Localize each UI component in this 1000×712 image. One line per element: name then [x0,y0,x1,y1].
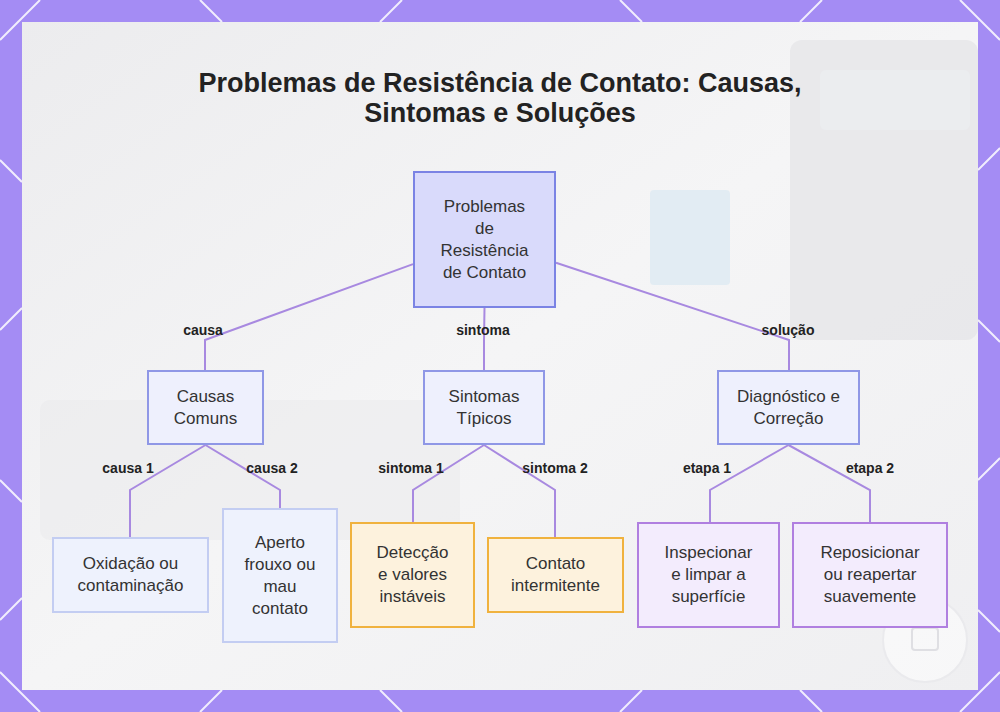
diagram-title: Problemas de Resistência de Contato: Cau… [180,68,820,128]
connector-line [483,308,486,370]
edge-label: etapa 1 [683,460,731,476]
edge-label: causa [183,322,223,338]
device-part [650,190,730,285]
node-label: Sintomas Típicos [434,386,534,430]
process-box: Detecção e valores instáveis [350,522,475,628]
node-text-group: Reposicionar ou reapertar suavemente [811,542,929,608]
edge-label: solução [762,322,815,338]
node-label: Causas Comuns [158,386,254,430]
edge-label: sintoma 1 [378,460,443,476]
connector-line [205,264,413,370]
process-box: Aperto frouxo ou mau contato [222,508,338,643]
connector-line [413,445,484,522]
root-box: Problemas de Resistência de Contato [413,171,556,308]
connector-line [206,445,281,508]
node-label: Diagnóstico e Correção [737,386,841,430]
logo-mark [912,628,938,650]
node-text-group: Sintomas Típicos [434,386,534,430]
node-label: Aperto frouxo ou mau contato [239,532,321,620]
connector-line [556,263,789,370]
process-box: Inspecionar e limpar a superfície [637,522,780,628]
connector-line [710,445,789,522]
node-label: Oxidação ou contaminação [68,553,193,597]
node-label: Inspecionar e limpar a superfície [658,542,760,608]
node-text-group: Problemas de Resistência de Contato [437,196,533,284]
edge-label: sintoma [456,322,510,338]
node-text-group: Contato intermitente [504,553,608,597]
node-text-group: Diagnóstico e Correção [737,386,841,430]
process-box: Oxidação ou contaminação [52,537,209,613]
node-label: Problemas de Resistência de Contato [437,196,533,284]
node-label: Detecção e valores instáveis [373,542,453,608]
node-text-group: Causas Comuns [158,386,254,430]
edge-label: causa 2 [246,460,297,476]
edge-label: sintoma 2 [522,460,587,476]
node-text-group: Oxidação ou contaminação [68,553,193,597]
process-box: Reposicionar ou reapertar suavemente [792,522,948,628]
device-shape [790,40,978,340]
process-box: Diagnóstico e Correção [717,370,860,445]
connector-line [130,445,206,537]
panel [22,22,978,690]
connector-line [789,445,871,522]
process-box: Contato intermitente [487,537,624,613]
node-label: Contato intermitente [504,553,608,597]
edge-label: etapa 2 [846,460,894,476]
node-label: Reposicionar ou reapertar suavemente [811,542,929,608]
connector-line [484,445,555,537]
edge-label: causa 1 [102,460,153,476]
node-text-group: Detecção e valores instáveis [373,542,453,608]
process-box: Causas Comuns [147,370,264,445]
device-screen [820,70,970,130]
process-box: Sintomas Típicos [423,370,545,445]
node-text-group: Inspecionar e limpar a superfície [658,542,760,608]
node-text-group: Aperto frouxo ou mau contato [239,532,321,620]
